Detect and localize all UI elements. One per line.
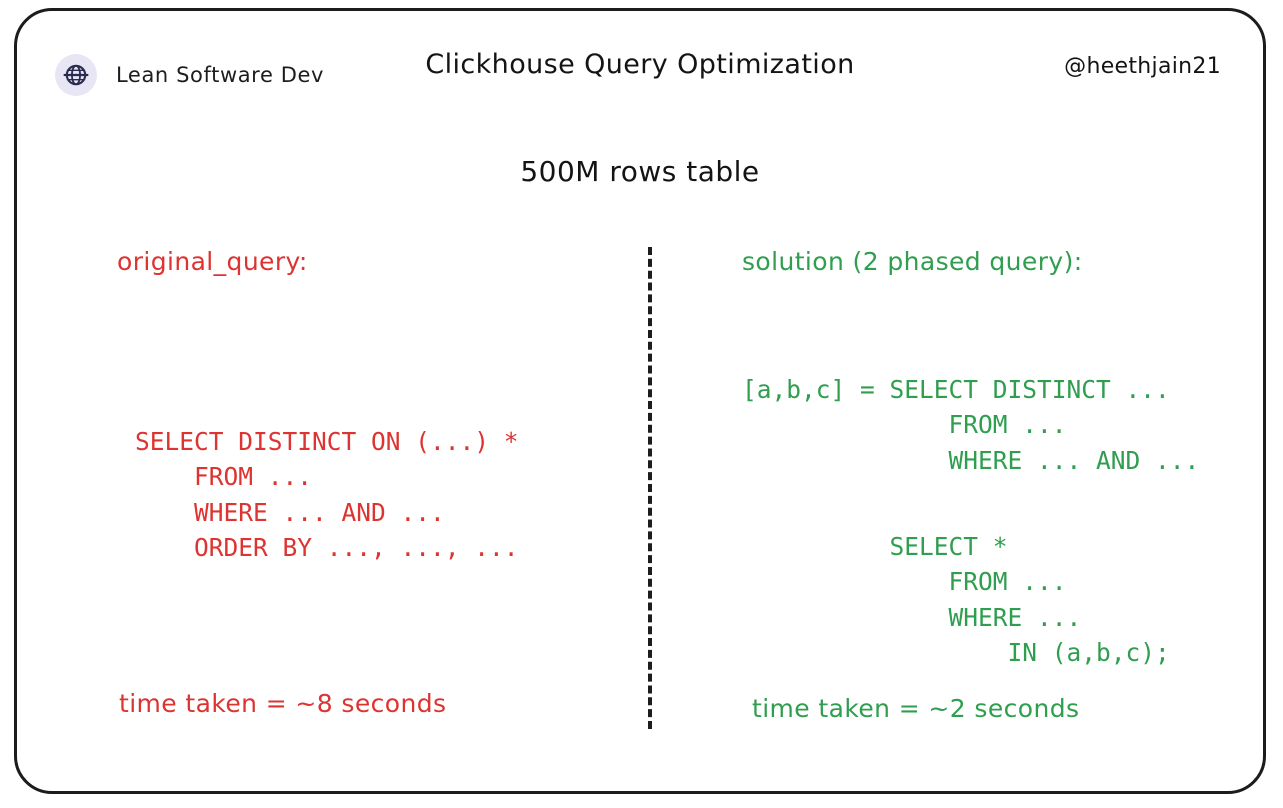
slide-header: Lean Software Dev Clickhouse Query Optim…: [17, 47, 1263, 103]
column-divider: [648, 247, 652, 729]
solution-code-phase-1: [a,b,c] = SELECT DISTINCT ... FROM ... W…: [742, 374, 1200, 475]
brand-name: Lean Software Dev: [116, 63, 325, 87]
solution-timing: time taken = ~2 seconds: [752, 694, 1080, 723]
page-title: Clickhouse Query Optimization: [425, 49, 855, 80]
globe-badge-icon: [55, 54, 97, 96]
original-query-timing: time taken = ~8 seconds: [119, 689, 447, 718]
solution-code-phase-2: SELECT * FROM ... WHERE ... IN (a,b,c);: [889, 531, 1170, 668]
original-query-code: SELECT DISTINCT ON (...) * FROM ... WHER…: [135, 426, 519, 563]
subtitle: 500M rows table: [520, 155, 760, 188]
original-query-label: original_query:: [117, 247, 308, 276]
author-handle: @heethjain21: [1064, 54, 1221, 79]
brand-block: Lean Software Dev: [55, 47, 324, 103]
solution-column: solution (2 phased query): [a,b,c] = SEL…: [742, 247, 1262, 747]
slide-card: Lean Software Dev Clickhouse Query Optim…: [14, 8, 1266, 794]
solution-label: solution (2 phased query):: [742, 247, 1083, 276]
original-query-column: original_query: SELECT DISTINCT ON (...)…: [117, 247, 627, 747]
